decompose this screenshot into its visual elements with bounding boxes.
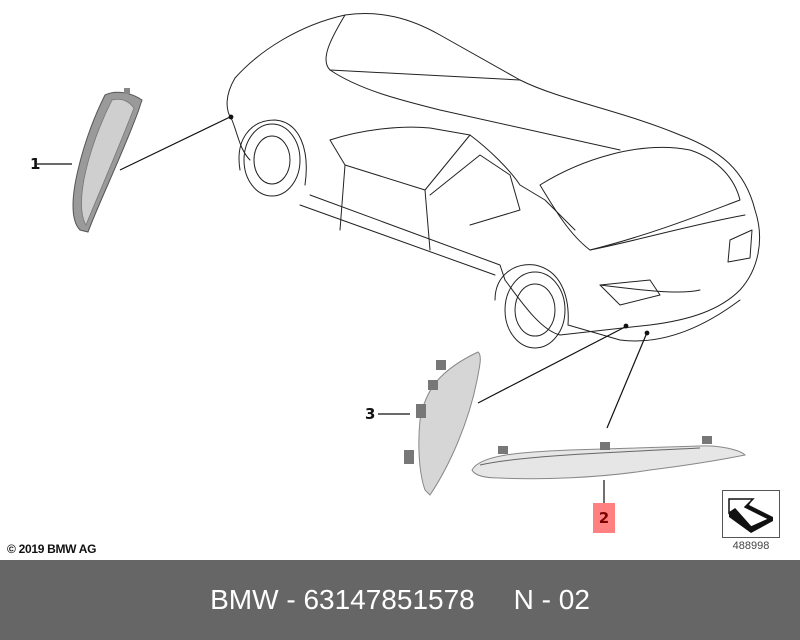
separator: - (278, 584, 304, 615)
part-2-bumper-reflector (471, 436, 747, 480)
callout-3[interactable]: 3 (365, 405, 376, 423)
copyright-text: © 2019 BMW AG (7, 542, 97, 556)
callout-2-highlighted[interactable]: 2 (593, 503, 615, 533)
footer-bar: BMW - 63147851578 N - 02 (0, 560, 800, 640)
position-label: N - 02 (513, 584, 590, 615)
arrow-pointer-icon (728, 498, 773, 533)
brand-label: BMW (210, 584, 279, 615)
part-1-side-reflector (72, 88, 143, 233)
parts-diagram: 1 3 2 © 2019 BMW AG 488998 (7, 13, 780, 556)
reference-box (722, 490, 780, 538)
spacer (475, 584, 514, 616)
part-3-rear-reflector (404, 351, 481, 496)
reference-number: 488998 (732, 540, 770, 552)
part-number: 63147851578 (303, 584, 475, 615)
car-outline-illustration (37, 13, 761, 505)
callout-1[interactable]: 1 (30, 155, 41, 173)
